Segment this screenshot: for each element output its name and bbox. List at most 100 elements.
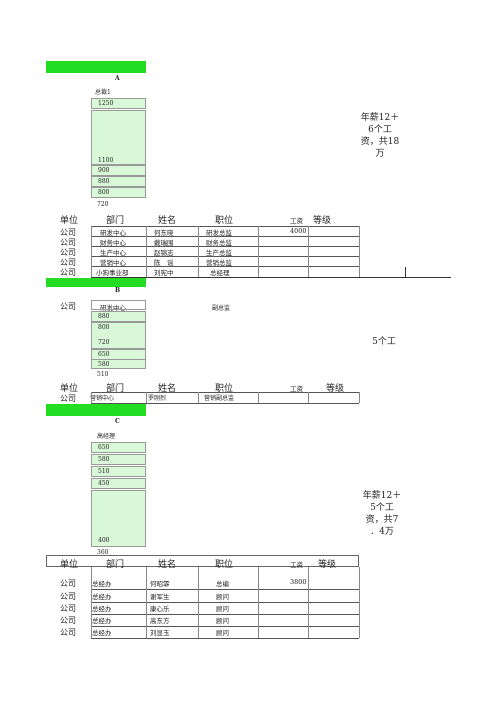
a-note-line: 年薪12＋ xyxy=(360,113,400,123)
a-note-line: 资，共18 xyxy=(360,137,400,147)
col-line xyxy=(198,226,199,277)
col-line xyxy=(359,392,360,403)
b-top-dept: 研发中心 xyxy=(100,304,126,312)
col-line xyxy=(258,392,259,403)
col-line xyxy=(91,226,92,277)
col-line xyxy=(405,267,406,277)
section-a-letter: A xyxy=(115,75,120,82)
b-level-5: 580 xyxy=(91,359,146,369)
col-line xyxy=(308,392,309,403)
section-c-bar xyxy=(46,404,146,416)
c-header-frame xyxy=(46,555,359,567)
cell-unit: 公司 xyxy=(60,628,76,637)
cell-name: 康心乐 xyxy=(150,605,170,613)
section-b-letter: B xyxy=(115,287,121,294)
row-line xyxy=(91,602,359,603)
col-line xyxy=(198,392,199,403)
c-header-pay: 工资 xyxy=(290,561,303,569)
cell-pay: 3800 xyxy=(290,578,307,586)
row-line xyxy=(91,246,359,247)
col-line xyxy=(359,567,360,638)
section-c-letter: C xyxy=(115,418,120,425)
c-level-2: 580 xyxy=(91,454,146,465)
a-level-4: 880 xyxy=(91,176,146,187)
cell-unit: 公司 xyxy=(60,592,76,601)
section-a-note: 年薪12＋ 6个工 资，共18 万 xyxy=(352,112,408,160)
a-table-line xyxy=(91,226,359,227)
row-line xyxy=(91,236,359,237)
section-b-note: 5个工 xyxy=(372,337,396,347)
cell-name: 高东方 xyxy=(150,617,170,625)
section-c-note: 年薪12＋ 5个工 资，共7 ．4万 xyxy=(357,490,407,538)
col-line xyxy=(146,567,147,638)
cell-unit: 公司 xyxy=(60,268,76,277)
cell-unit: 公司 xyxy=(60,616,76,625)
cell-dept: 财务中心 xyxy=(100,239,126,247)
row-line xyxy=(91,638,359,639)
c-level-3: 510 xyxy=(91,466,146,477)
cell-title: 总编 xyxy=(216,580,229,588)
c-level-1: 650 xyxy=(91,442,146,453)
cell-title: 顾问 xyxy=(216,629,229,637)
cell-unit: 公司 xyxy=(60,258,76,267)
cell-unit: 公司 xyxy=(60,248,76,257)
b-top-unit: 公司 xyxy=(60,302,76,311)
cell-title: 顾问 xyxy=(216,593,229,601)
cell-title: 生产总监 xyxy=(206,249,232,257)
a-level-1: 1250 xyxy=(91,98,146,109)
row-line xyxy=(91,277,451,278)
a-header-title: 职位 xyxy=(215,216,234,226)
cell-unit: 公司 xyxy=(60,238,76,247)
a-header-grade: 等级 xyxy=(313,216,332,226)
section-b-bar xyxy=(46,278,146,287)
c-note-line: 资，共7 xyxy=(365,515,399,525)
a-level-3: 900 xyxy=(91,165,146,176)
cell-title: 营销副总监 xyxy=(204,395,235,402)
b-level-bottom: 510 xyxy=(97,371,109,378)
row-line xyxy=(91,256,359,257)
row-line xyxy=(91,589,359,590)
b-level-1: 880 xyxy=(91,311,146,322)
cell-dept: 生产中心 xyxy=(100,249,126,257)
section-c-sub: 高经理 xyxy=(97,433,116,440)
cell-pay: 4000 xyxy=(290,227,307,235)
c-header-dept: 部门 xyxy=(106,560,125,570)
cell-dept: 营销中心 xyxy=(90,395,115,402)
cell-title: 顾问 xyxy=(216,605,229,613)
a-level-5: 800 xyxy=(91,187,146,198)
col-line xyxy=(359,226,360,277)
c-header-title: 职位 xyxy=(215,560,234,570)
cell-unit: 公司 xyxy=(60,228,76,237)
row-line xyxy=(91,392,359,393)
row-line xyxy=(91,614,359,615)
cell-dept: 总经办 xyxy=(92,605,112,613)
c-header-grade: 等级 xyxy=(318,560,337,570)
a-note-line: 万 xyxy=(375,149,385,159)
c-note-line: 年薪12＋ xyxy=(362,491,402,501)
cell-title: 总经理 xyxy=(210,269,230,277)
col-line xyxy=(258,567,259,638)
cell-name: 何东晓 xyxy=(154,229,174,237)
col-line xyxy=(258,226,259,277)
cell-dept: 总经办 xyxy=(92,629,112,637)
cell-unit: 公司 xyxy=(60,394,76,403)
a-level-2: 1100 xyxy=(91,110,146,165)
cell-unit: 公司 xyxy=(60,604,76,613)
cell-name: 戴瑞围 xyxy=(154,239,174,247)
c-note-line: ．4万 xyxy=(370,527,394,537)
cell-title: 营销总监 xyxy=(206,259,232,267)
row-line xyxy=(91,403,359,404)
a-header-dept: 部门 xyxy=(106,216,125,226)
b-header-dept: 部门 xyxy=(106,384,125,394)
cell-title: 研发总监 xyxy=(206,229,232,237)
a-header-name: 姓名 xyxy=(158,216,177,226)
b-header-unit: 单位 xyxy=(60,384,79,394)
b-header-pay: 工资 xyxy=(290,385,303,393)
cell-dept: 小狗事业部 xyxy=(96,269,129,277)
col-line xyxy=(308,226,309,277)
section-a-sub: 总裁1 xyxy=(95,89,111,96)
b-header-grade: 等级 xyxy=(326,384,345,394)
c-level-4: 450 xyxy=(91,478,146,489)
cell-name: 谢军生 xyxy=(150,593,170,601)
col-line xyxy=(146,226,147,277)
